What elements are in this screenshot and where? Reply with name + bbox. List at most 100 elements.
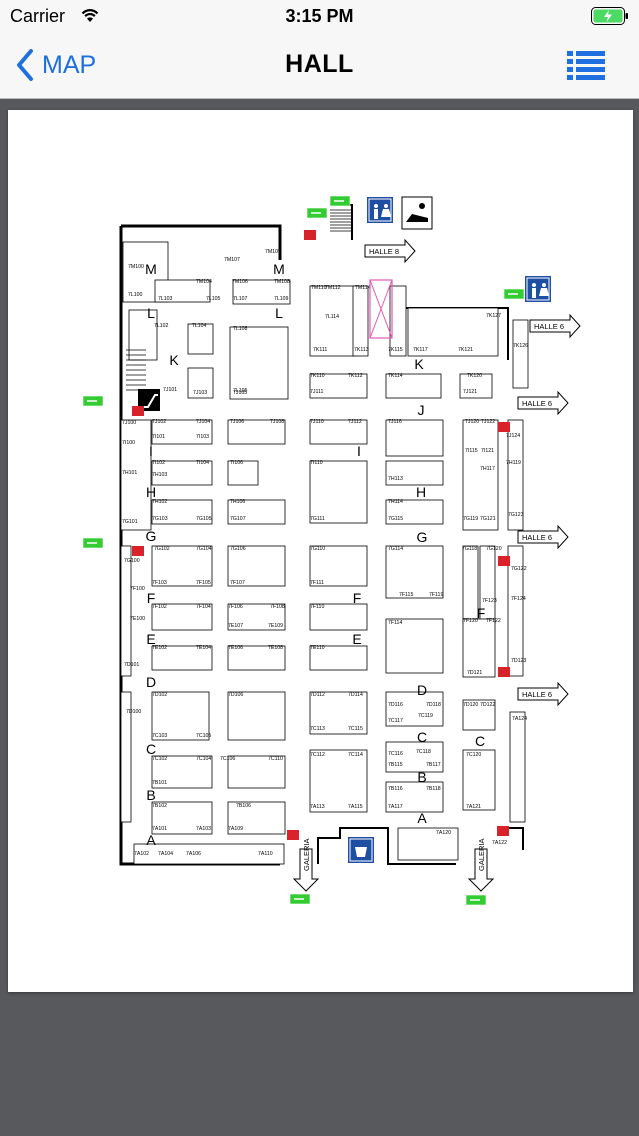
booth-label: 7J112 [348,419,362,425]
row-letter: I [357,443,361,459]
booth-label: 7J104 [196,419,210,425]
booth-label: 7J100 [122,420,136,426]
booth-label: 7K120 [467,373,482,379]
fire-extinguisher-icon [287,830,299,840]
row-letter: H [416,484,426,500]
booth-label: 7C119 [418,713,433,719]
booth-label: 7A117 [388,804,403,810]
booth-label: 7K113 [354,347,369,353]
booth-label: 7J120 [465,419,479,425]
booth-label: 7F120 [463,618,478,624]
booth-label: 7I101 [152,434,165,440]
carrier-label: Carrier [10,6,66,26]
booth-label: 7K126 [513,343,528,349]
baby-changing-icon[interactable] [401,196,433,230]
booth-label: 7B117 [426,762,441,768]
direction-label: GALERIA [477,838,486,871]
booth-label: 7G105 [196,516,212,522]
booth-label: 7A102 [134,851,149,857]
direction-arrow [292,848,320,892]
booth-label: 7A121 [466,804,481,810]
row-letter: L [147,305,155,321]
row-letter: M [145,261,157,277]
booth-label: 7F108 [270,604,285,610]
booth-label: 7I102 [152,460,165,466]
fire-extinguisher-icon [498,667,510,677]
booth-label: 7M106 [232,279,248,285]
row-letter: K [414,356,424,372]
booth-label: 7L109 [274,296,289,302]
booth-label: 7F106 [228,604,243,610]
booth-label: 7D118 [426,702,441,708]
booth-label: 7A120 [436,830,451,836]
booth-label: 7B115 [388,762,403,768]
booth-label: 7G119 [463,516,478,522]
booth-label: 7K114 [388,373,403,379]
row-letter: A [146,832,156,848]
booth-label: 7I100 [122,440,135,446]
booth-label: 7H106 [230,499,245,505]
booth-label: 7K117 [413,347,428,353]
booth-label: 7K115 [388,347,403,353]
row-letter: G [146,528,157,544]
booth-label: 7L114 [325,314,339,320]
booth-label: 7A106 [186,851,201,857]
booth-label: 7F123 [482,598,497,604]
booth-label: 7G103 [152,516,168,522]
booth-label: 7M108 [274,279,290,285]
booth-label: 7C110 [268,756,283,762]
booth-label: 7E109 [268,623,283,629]
back-button[interactable]: MAP [16,48,96,82]
battery-icon [591,7,628,25]
booth-label: 7A113 [310,804,325,810]
booth-label: 7A115 [348,804,363,810]
booth-label: 7J124 [506,433,520,439]
fire-extinguisher-icon [304,230,316,240]
booth-label: 7C112 [310,752,325,758]
direction-arrow [529,313,581,339]
booth-label: 7J116 [388,419,402,425]
booth-label: 7M112 [325,285,341,291]
chevron-left-icon [17,49,33,81]
row-letter: F [147,590,156,606]
booth-label: 7C105 [196,733,211,739]
atrium-void [369,279,393,339]
fire-extinguisher-icon [132,406,144,416]
booth-label: 7M100 [128,264,144,270]
booth-label: 7D106 [228,692,243,698]
fire-extinguisher-icon [498,422,510,432]
booth-label: 7E104 [196,645,211,651]
booth-label: 7M110 [311,285,327,291]
booth-label: 7L102 [154,323,169,329]
booth-label: 7J108 [270,419,284,425]
booth-label: 7H114 [388,499,403,505]
booth-label: 7F110 [310,604,324,610]
booth-label: 7J110 [310,419,324,425]
booth-label: 7G104 [196,546,212,552]
booth-label: 7G106 [230,546,246,552]
booth-label: 7M107 [224,257,240,263]
booth-label: 7D121 [467,670,482,676]
booth-label: 7E107 [228,623,243,629]
list-icon[interactable] [567,50,605,80]
booth-label: 7I115 [465,448,478,454]
booth-label: 7C118 [416,749,431,755]
booth-label: 7C103 [152,733,167,739]
direction-arrow [517,681,569,707]
booth-label: 7G101 [122,519,138,525]
booth-label: 7C113 [310,726,325,732]
booth-label: 7G110 [310,546,325,552]
booth-label: 7G118 [462,546,477,552]
booth-label: 7C104 [196,756,211,762]
booth-label: 7J102 [152,419,166,425]
booth-label: 7C106 [220,756,235,762]
row-letter: H [146,484,156,500]
direction-label: HALLE 6 [522,690,552,699]
booth-label: 7D123 [511,658,526,664]
booth-label: 7J121 [463,389,477,395]
direction-arrow [364,238,416,264]
booth-label: 7E106 [228,645,243,651]
